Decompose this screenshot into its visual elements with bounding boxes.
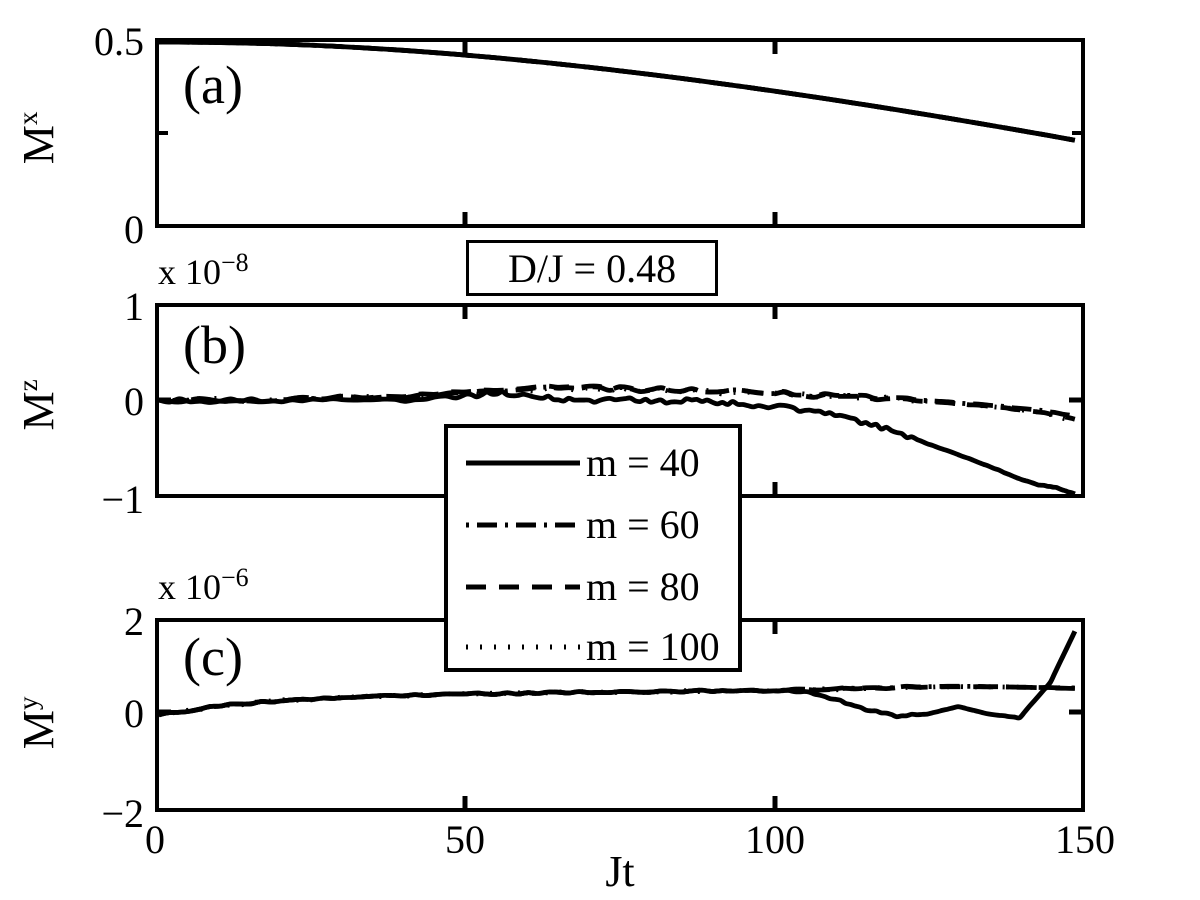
curve-m60 <box>159 42 1076 143</box>
panel-c-ylabel-base: M <box>13 710 63 750</box>
panel-b-ylabel-base: M <box>13 391 63 431</box>
legend-line-sample-dashed <box>466 584 580 590</box>
panel-c-ytick-bottom: −2 <box>101 791 144 836</box>
panel-c-curves <box>159 630 1078 721</box>
legend-label-0: m = 40 <box>586 440 700 485</box>
panel-a-ylabel: Mx <box>13 78 63 198</box>
curve-m80 <box>159 684 1075 718</box>
curve-m40 <box>159 42 1076 143</box>
panel-b-exponent-prefix: x 10 <box>158 252 221 292</box>
legend-item-1[interactable]: m = 60 <box>448 494 738 556</box>
xtick-100: 100 <box>745 817 805 862</box>
panel-a-tag: (a) <box>183 55 243 115</box>
panel-c-tag: (c) <box>183 627 243 687</box>
panel-a-ylabel-sup: x <box>13 111 44 126</box>
panel-c-ylabel-sup: y <box>13 696 44 711</box>
legend-line-sample-dotted <box>466 644 580 650</box>
xtick-150: 150 <box>1055 817 1115 862</box>
xtick-0: 0 <box>145 817 165 862</box>
panel-b-tag: (b) <box>183 315 246 375</box>
annotation-dj-text: D/J = 0.48 <box>507 245 677 291</box>
legend-item-3[interactable]: m = 100 <box>448 616 738 678</box>
panel-b-exponent-sup: −8 <box>221 248 249 277</box>
legend-label-2: m = 80 <box>586 564 700 609</box>
curve-m40 <box>159 389 1076 494</box>
legend-label-1: m = 60 <box>586 502 700 547</box>
curve-m100 <box>159 42 1076 143</box>
panel-c-ytick-top: 2 <box>124 599 144 644</box>
curve-m80 <box>159 383 1076 422</box>
panel-b-curves <box>159 383 1076 494</box>
curve-m60 <box>159 683 1075 718</box>
xtick-50: 50 <box>445 817 485 862</box>
panel-c-ytick-zero: 0 <box>124 691 144 736</box>
panel-b-ytick-zero: 0 <box>124 379 144 424</box>
panel-a-ytick-bottom: 0 <box>124 207 144 252</box>
panel-b-exponent: x 10−8 <box>158 250 249 290</box>
panel-a-plot-area <box>155 38 1085 228</box>
annotation-dj-box: D/J = 0.48 <box>466 240 718 296</box>
panel-a-ylabel-base: M <box>13 125 63 165</box>
legend-line-sample-solid <box>466 460 580 466</box>
panel-c-exponent-sup: −6 <box>221 563 249 592</box>
x-axis-label: Jt <box>605 847 635 896</box>
panel-c-exponent-prefix: x 10 <box>158 567 221 607</box>
curve-m80 <box>159 42 1076 143</box>
panel-a-curves <box>159 42 1076 143</box>
panel-b-ylabel-sup: z <box>13 379 44 392</box>
panel-b-ylabel: Mz <box>13 345 63 465</box>
panel-c-exponent: x 10−6 <box>158 565 249 605</box>
legend: m = 40 m = 60 m = 80 m = 100 <box>444 424 742 672</box>
panel-b-ytick-bottom: −1 <box>101 477 144 522</box>
panel-c-ylabel: My <box>13 663 63 783</box>
panel-b-ytick-top: 1 <box>124 284 144 329</box>
legend-item-0[interactable]: m = 40 <box>448 432 738 494</box>
legend-item-2[interactable]: m = 80 <box>448 556 738 618</box>
legend-line-sample-dashdot <box>466 522 580 528</box>
panel-a-ytick-top: 0.5 <box>94 19 144 64</box>
legend-label-3: m = 100 <box>586 624 720 669</box>
